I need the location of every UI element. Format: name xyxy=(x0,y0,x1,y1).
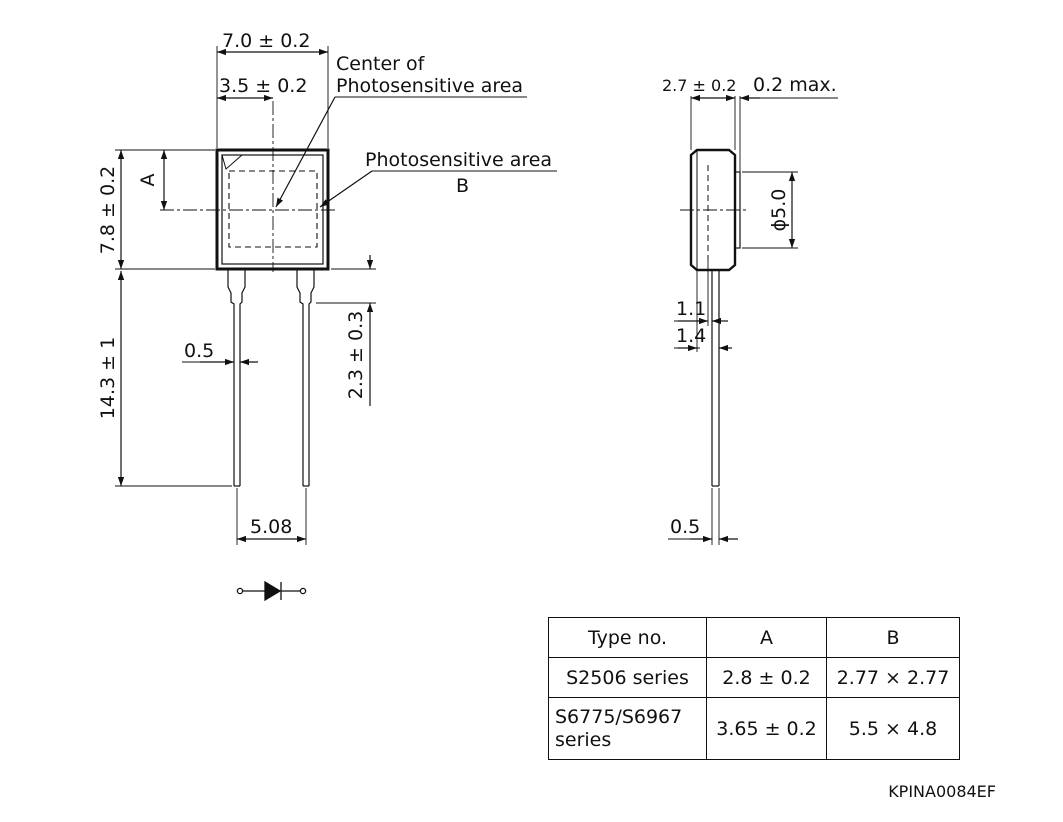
table-cell-b: 5.5 × 4.8 xyxy=(826,697,960,760)
index-mark xyxy=(221,154,244,170)
photosensitive-leader xyxy=(319,170,373,208)
side-view xyxy=(668,94,838,545)
document-code: KPINA0084EF xyxy=(888,782,996,801)
lead-left xyxy=(227,269,246,487)
front-view xyxy=(115,46,557,602)
table-cell-type: S6775/S6967 series xyxy=(548,697,707,760)
table-cell-a: 2.8 ± 0.2 xyxy=(706,657,827,698)
side-body xyxy=(689,148,737,272)
center-label-line1: Center of xyxy=(336,53,426,75)
table-header-a: A xyxy=(706,617,827,658)
height-dim-label: 7.8 ± 0.2 xyxy=(97,166,119,254)
photosensitive-ref-label: B xyxy=(456,175,469,197)
table-cell-type: S2506 series xyxy=(548,657,707,698)
thickness-dim-label: 2.7 ± 0.2 xyxy=(662,76,736,95)
photosensitive-label: Photosensitive area xyxy=(365,149,552,171)
table-header-b: B xyxy=(826,617,960,658)
side-lead xyxy=(711,270,720,487)
width-dim-label: 7.0 ± 0.2 xyxy=(222,30,310,52)
table-cell-a: 3.65 ± 0.2 xyxy=(706,697,827,760)
table-cell-b: 2.77 × 2.77 xyxy=(826,657,960,698)
photodiode-symbol xyxy=(236,580,307,602)
center-leader xyxy=(275,96,336,208)
table-row: S2506 series 2.8 ± 0.2 2.77 × 2.77 xyxy=(548,657,960,698)
lead-width-dim-label: 0.5 xyxy=(184,340,214,362)
table-header-type: Type no. xyxy=(548,617,707,658)
package-inner-edge xyxy=(221,154,324,265)
lead-length-dim-label: 14.3 ± 1 xyxy=(97,337,119,419)
table-row: S6775/S6967 series 3.65 ± 0.2 5.5 × 4.8 xyxy=(548,697,960,760)
lead-offset-1-label: 1.1 xyxy=(676,298,706,320)
package-body xyxy=(215,148,330,271)
lead-step-dim-label: 2.3 ± 0.3 xyxy=(345,311,367,399)
side-lead-width-label: 0.5 xyxy=(670,516,700,538)
center-offset-dim-label: 3.5 ± 0.2 xyxy=(219,75,307,97)
window-dim-label: 0.2 max. xyxy=(753,74,837,96)
lead-offset-2-label: 1.4 xyxy=(676,325,706,347)
lead-right xyxy=(296,269,315,487)
table-header-row: Type no. A B xyxy=(548,617,960,658)
type-dimension-table: Type no. A B S2506 series 2.8 ± 0.2 2.77… xyxy=(548,617,960,760)
a-dim-label: A xyxy=(137,174,159,187)
diameter-dim-label: ϕ5.0 xyxy=(768,189,790,232)
pitch-dim-label: 5.08 xyxy=(250,516,292,538)
center-label-line2: Photosensitive area xyxy=(336,75,523,97)
